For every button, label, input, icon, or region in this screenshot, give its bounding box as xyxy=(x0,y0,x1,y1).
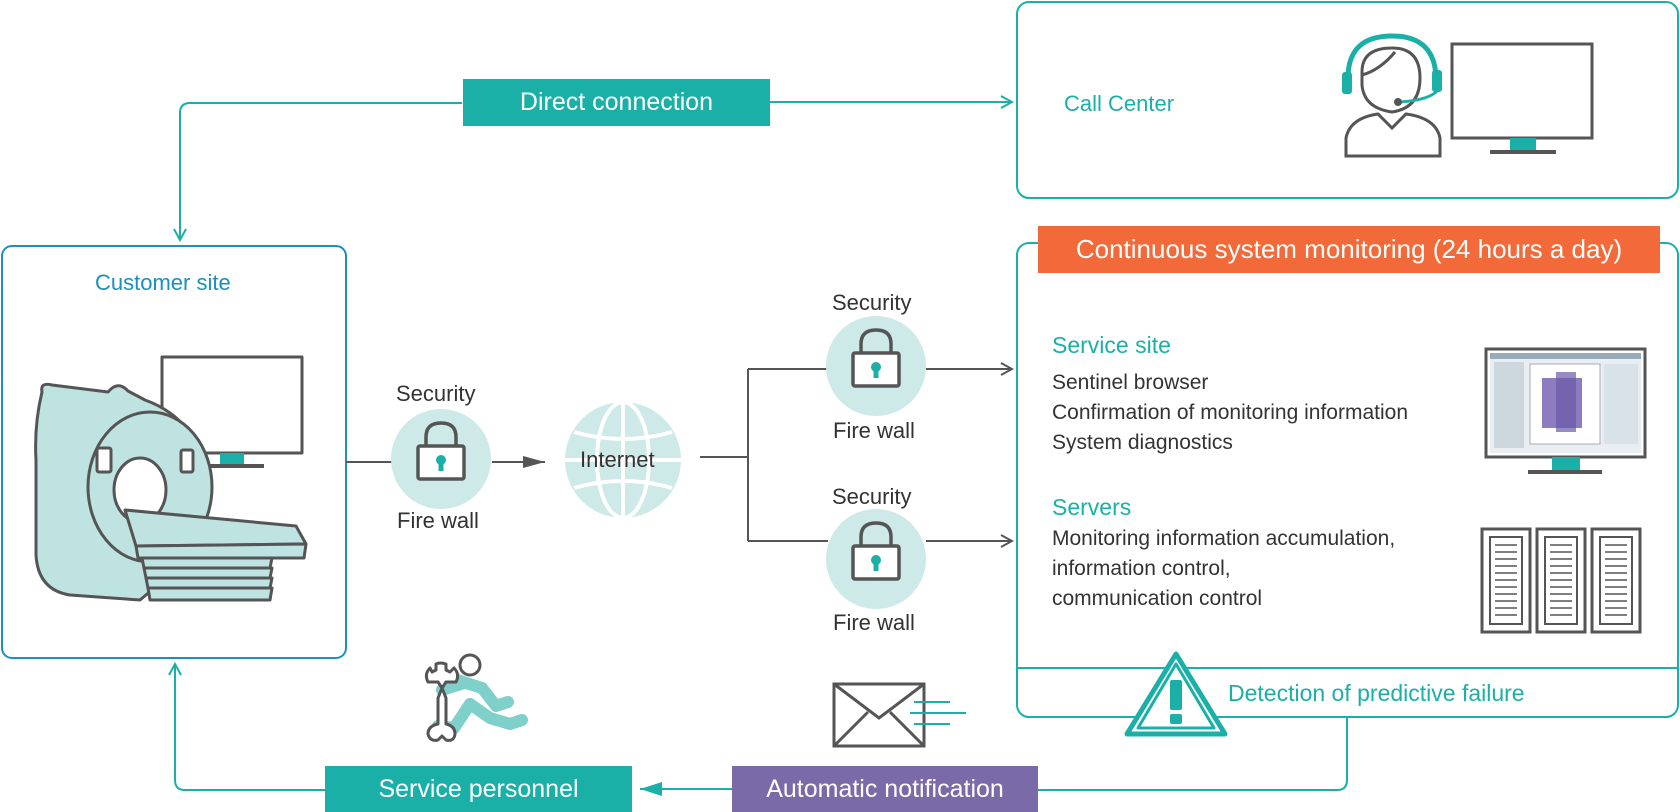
service-site-item: Sentinel browser xyxy=(1052,371,1209,394)
security-label: Security xyxy=(832,290,912,315)
server-icon xyxy=(1480,527,1532,634)
call-center-label: Call Center xyxy=(1064,91,1175,116)
mri-scanner-icon xyxy=(34,355,308,602)
customer-site-label: Customer site xyxy=(95,270,231,295)
automatic-notification-label: Automatic notification xyxy=(732,766,1038,812)
lock-icon xyxy=(391,409,491,509)
wrench-icon xyxy=(424,661,460,742)
direct-connection-label: Direct connection xyxy=(463,79,770,126)
call-center-box xyxy=(1016,1,1679,199)
security-label: Security xyxy=(396,381,476,406)
detection-to-notification-line xyxy=(1037,718,1348,791)
service-personnel-label: Service personnel xyxy=(325,766,632,812)
servers-item: information control, xyxy=(1052,557,1231,580)
warning-icon xyxy=(1124,651,1228,737)
lock-icon xyxy=(826,509,926,609)
personnel-to-customer-line xyxy=(175,664,325,791)
lock-icon xyxy=(826,316,926,416)
server-icon xyxy=(1590,527,1642,634)
servers-item: communication control xyxy=(1052,587,1263,610)
internet-branch-line xyxy=(700,368,828,542)
firewall-label: Fire wall xyxy=(833,418,915,443)
direct-connection-line xyxy=(180,102,462,240)
monitor-icon xyxy=(1450,42,1594,154)
globe-icon xyxy=(565,400,681,520)
server-icon xyxy=(1535,527,1587,634)
continuous-monitoring-label: Continuous system monitoring (24 hours a… xyxy=(1038,226,1660,273)
detection-label: Detection of predictive failure xyxy=(1228,680,1525,706)
running-person-icon xyxy=(432,653,528,734)
servers-item: Monitoring information accumulation, xyxy=(1052,527,1396,550)
monitor-icon xyxy=(1484,347,1647,474)
service-site-item: Confirmation of monitoring information xyxy=(1052,401,1408,424)
service-site-item: System diagnostics xyxy=(1052,431,1233,454)
customer-site-box xyxy=(1,245,347,659)
operator-icon xyxy=(1342,33,1442,158)
security-label: Security xyxy=(832,484,912,509)
firewall-label: Fire wall xyxy=(397,508,479,533)
internet-label: Internet xyxy=(580,447,655,472)
firewall-label: Fire wall xyxy=(833,610,915,635)
envelope-icon xyxy=(832,682,966,748)
service-site-heading: Service site xyxy=(1052,332,1171,358)
servers-heading: Servers xyxy=(1052,494,1132,520)
monitoring-box xyxy=(1016,242,1679,718)
